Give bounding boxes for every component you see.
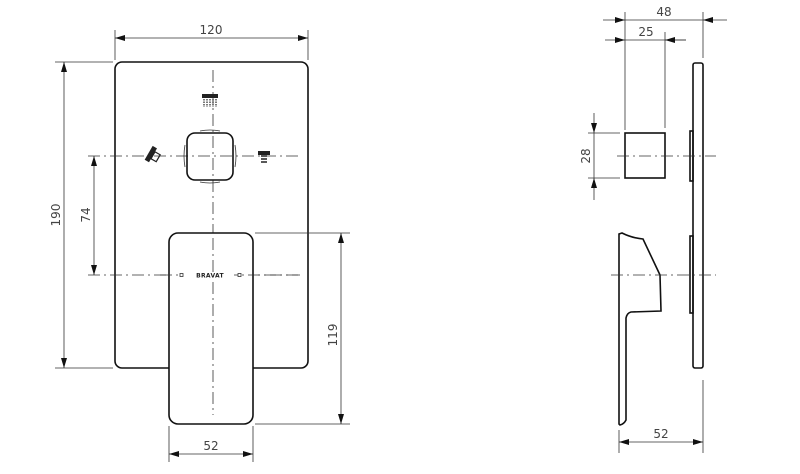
dim-lever-width-label: 52 [203,439,218,453]
overhead-shower-icon [202,94,218,107]
dim-lever-height: 119 [255,232,350,425]
dim-lever-width: 52 [168,426,254,462]
dim-width-label: 120 [200,23,223,37]
screw-right-icon [237,273,242,277]
dim-knob-to-lever: 74 [79,156,97,275]
dim-knob-to-lever-label: 74 [79,207,93,222]
hand-shower-icon [144,145,162,163]
side-cover-plate [692,62,704,369]
dim-knob-height-label: 28 [579,148,593,163]
mixer-lever [168,232,254,425]
dim-height-label: 190 [49,204,63,227]
dim-lever-depth: 52 [618,380,704,453]
dim-knob-depth-label: 25 [638,25,653,39]
dim-knob-height: 28 [579,113,620,200]
dim-height: 190 [49,61,113,369]
dim-total-depth: 48 [603,5,727,130]
front-view: BRAVAT 120 190 74 119 52 [49,23,350,462]
diverter-knob [183,129,237,184]
side-lever-boss [689,235,694,314]
dim-total-depth-label: 48 [656,5,671,19]
side-view: 48 25 28 52 [579,5,727,453]
screw-left-icon [179,273,184,277]
dim-knob-depth: 25 [605,25,686,128]
dim-lever-depth-label: 52 [653,427,668,441]
side-lever [618,232,662,426]
brand-logo: BRAVAT [196,273,224,280]
dim-width: 120 [114,23,309,60]
spout-icon [258,151,270,163]
dim-lever-height-label: 119 [326,324,340,347]
side-knob [624,132,666,179]
